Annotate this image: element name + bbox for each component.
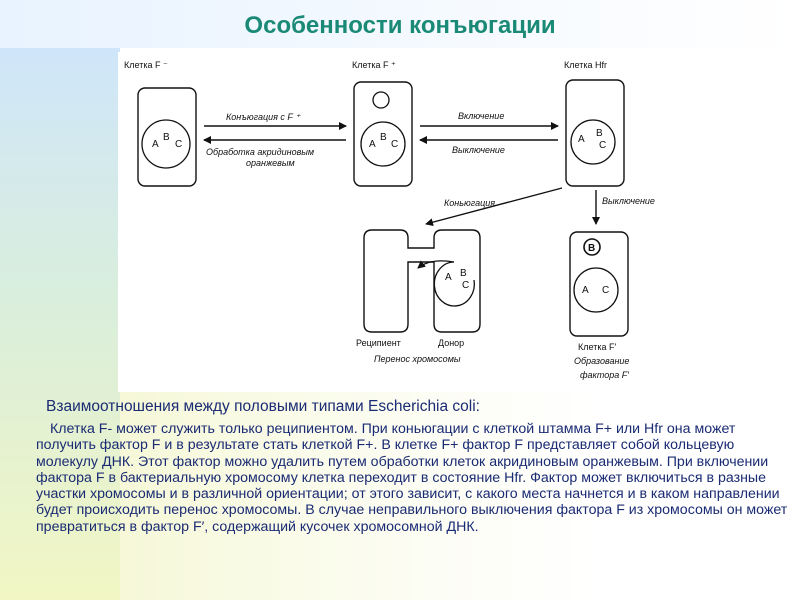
- gene-c-label: C: [599, 140, 606, 151]
- diagram-svg: Клетка F ⁻ A B C Клетка F ⁺ A B C Клетка…: [124, 60, 655, 380]
- cell-f-prime-label: Клетка F′: [578, 342, 616, 352]
- cell-f-plus-body: [353, 81, 413, 187]
- f-prime-plasmid-ring: [583, 238, 601, 256]
- bottom-gradient-decoration: [120, 390, 800, 600]
- cell-f-plus: Клетка F ⁺ A B C: [352, 60, 413, 187]
- f-plasmid-ring: [372, 91, 390, 109]
- transfer-strand-arrow: [417, 260, 455, 269]
- cell-f-prime: B A C Клетка F′ Образование фактора F′: [569, 231, 629, 380]
- cell-f-minus-label: Клетка F ⁻: [124, 60, 168, 70]
- recipient-donor-outline: [363, 229, 481, 333]
- gene-a-label: A: [582, 285, 589, 296]
- gene-c-label: C: [175, 139, 182, 150]
- f-prime-gene-b-label: B: [588, 243, 595, 254]
- gene-b-label: B: [596, 128, 603, 139]
- left-gradient-decoration: [0, 48, 120, 600]
- slide-title: Особенности конъюгации: [244, 12, 556, 39]
- conjugating-pair: A B C Реципиент Донор Перенос хромосомы: [356, 229, 481, 364]
- title-bar: [0, 0, 800, 48]
- donor-label: Донор: [438, 338, 464, 348]
- gene-c-label: C: [462, 280, 469, 291]
- arrow-excision-label: Выключение: [452, 145, 505, 155]
- arrow-conjugation-label: Коньюгация: [444, 198, 495, 208]
- cell-f-minus: Клетка F ⁻ A B C: [124, 60, 197, 187]
- chromosome-ring: [360, 121, 406, 167]
- fprime-caption-2: фактора F′: [580, 370, 629, 380]
- arrow-conjugation-diagonal: [425, 187, 563, 227]
- gene-a-label: A: [445, 272, 452, 283]
- cell-f-minus-body: [137, 87, 197, 187]
- gene-b-label: B: [163, 132, 170, 143]
- cell-f-prime-body: [569, 231, 629, 337]
- recipient-label: Реципиент: [356, 338, 401, 348]
- arrow-excision-down-label: Выключение: [602, 196, 655, 206]
- chromosome-ring: [141, 119, 191, 169]
- gene-a-label: A: [369, 139, 376, 150]
- arrow-conjugation-f-plus-label: Конъюгация с F ⁺: [226, 112, 301, 122]
- gene-a-label: A: [152, 139, 159, 150]
- chromosome-ring: [570, 119, 616, 165]
- chromosome-ring: [573, 267, 619, 313]
- arrow-acridine-label-2: оранжевым: [246, 158, 295, 168]
- cell-hfr: Клетка Hfr A B C: [564, 60, 625, 187]
- cell-hfr-body: [565, 79, 625, 187]
- gene-b-label: B: [460, 268, 467, 279]
- cell-hfr-label: Клетка Hfr: [564, 60, 607, 70]
- slide-body-text: Клетка F- может служить только реципиент…: [36, 421, 788, 535]
- gene-b-label: B: [380, 132, 387, 143]
- gene-c-label: C: [602, 285, 609, 296]
- arrow-insertion-label: Включение: [458, 111, 504, 121]
- fprime-caption-1: Образование: [574, 356, 629, 366]
- gene-a-label: A: [578, 134, 585, 145]
- slide-subtitle: Взаимоотношения между половыми типами Es…: [46, 398, 480, 415]
- arrow-acridine-label-1: Обработка акридиновым: [206, 147, 314, 157]
- conjugation-diagram: Клетка F ⁻ A B C Клетка F ⁺ A B C Клетка…: [118, 52, 692, 392]
- gene-c-label: C: [391, 139, 398, 150]
- donor-chromosome: [433, 261, 475, 307]
- transfer-caption: Перенос хромосомы: [374, 354, 461, 364]
- cell-f-plus-label: Клетка F ⁺: [352, 60, 396, 70]
